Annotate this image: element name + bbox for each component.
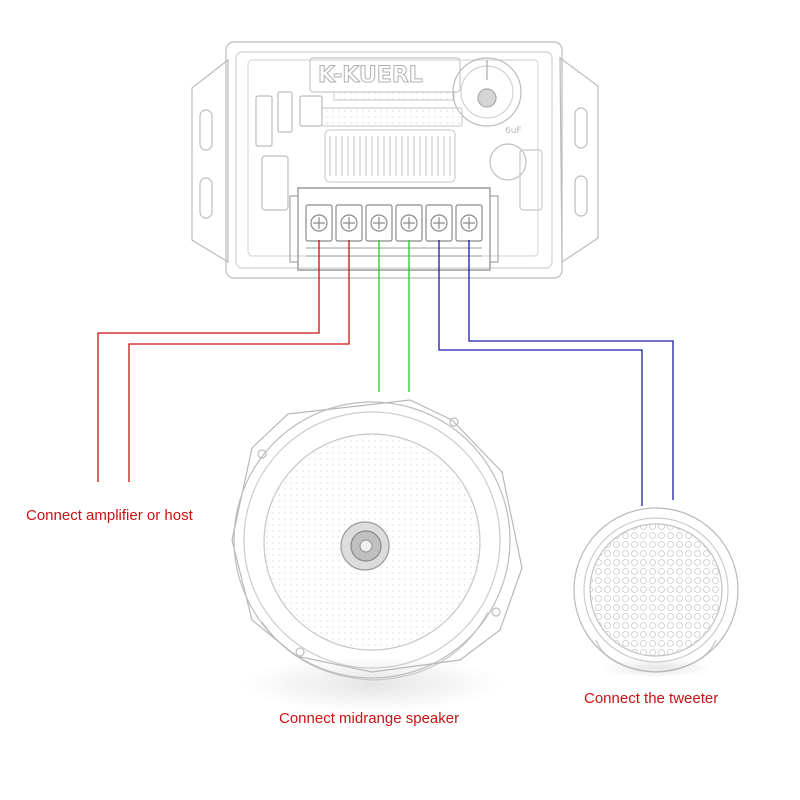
- right-mounting-ear: [559, 56, 599, 264]
- tweeter-label: Connect the tweeter: [584, 690, 719, 707]
- capacitor-left: [261, 155, 289, 211]
- crossover-board: K-KUERL 6uF: [191, 41, 599, 279]
- speaker-frame: [231, 399, 523, 673]
- wires: [97, 240, 674, 506]
- brand-plate: K-KUERL: [309, 57, 461, 101]
- tweeter-housing: [573, 507, 739, 673]
- crossover-housing: [225, 41, 563, 279]
- terminal-screws: [305, 204, 483, 242]
- amplifier-wire-1: [97, 240, 320, 482]
- amplifier-label: Connect amplifier or host: [26, 507, 193, 524]
- terminal-block: [289, 187, 499, 271]
- terminal-screw-1: [310, 214, 328, 232]
- terminal-screw-2: [340, 214, 358, 232]
- brand-logo-text: K-KUERL: [318, 63, 423, 88]
- tweeter: [573, 507, 739, 678]
- tweeter-grille: [589, 523, 723, 657]
- mounting-hole: [257, 449, 267, 459]
- resistor-left-1: [255, 95, 273, 147]
- round-capacitor: [489, 143, 527, 181]
- midrange-label: Connect midrange speaker: [279, 710, 460, 727]
- left-mounting-ear: [191, 58, 229, 264]
- potentiometer: [452, 57, 522, 127]
- svg-text:6uF: 6uF: [505, 126, 522, 136]
- terminal-screw-6: [460, 214, 478, 232]
- midrange-speaker: [231, 399, 523, 712]
- terminal-screw-4: [400, 214, 418, 232]
- right-mounting-slot: [574, 107, 588, 149]
- tweeter-wire-1: [438, 240, 643, 506]
- terminal-screw-5: [430, 214, 448, 232]
- left-mounting-slot: [199, 109, 213, 151]
- left-mounting-slot-lower: [199, 177, 213, 219]
- terminal-screw-3: [370, 214, 388, 232]
- inductor-coil: [321, 107, 463, 183]
- resistor-left-2: [277, 91, 293, 133]
- amplifier-wire-2: [128, 240, 350, 482]
- speaker-basket-rim: [233, 401, 511, 679]
- right-mounting-slot-lower: [574, 175, 588, 217]
- tweeter-wire-2: [468, 240, 674, 500]
